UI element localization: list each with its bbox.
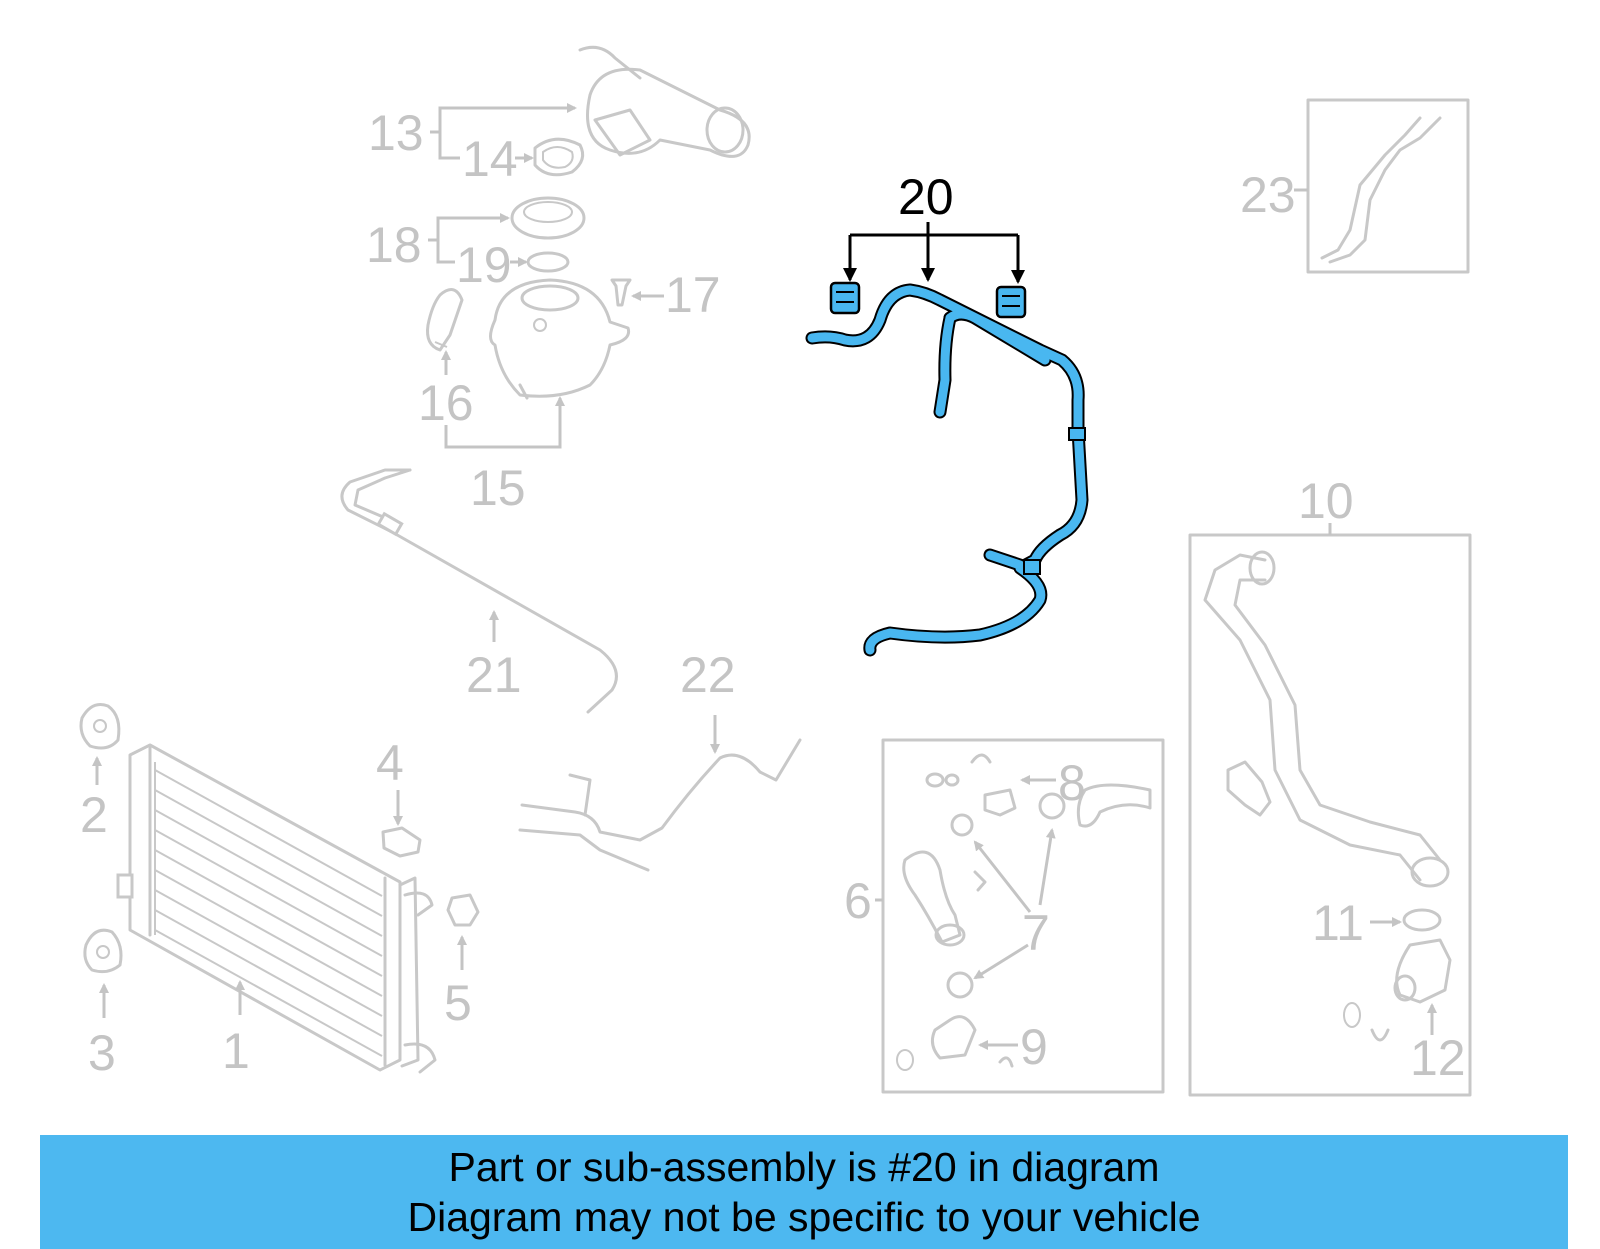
label-4: 4 — [376, 735, 404, 791]
part-4-sensor[interactable] — [381, 826, 422, 858]
part-17-bolt[interactable] — [610, 278, 632, 307]
hose-clip-right — [995, 285, 1027, 319]
label-16: 16 — [418, 375, 474, 431]
part-23-hose[interactable] — [1320, 116, 1442, 264]
label-21: 21 — [466, 647, 522, 703]
part-14-gasket[interactable] — [533, 137, 585, 177]
label-13: 13 — [368, 105, 424, 161]
part-6-box — [881, 738, 1165, 1094]
label-10: 10 — [1298, 473, 1354, 529]
banner-line-1: Part or sub-assembly is #20 in diagram — [448, 1144, 1160, 1190]
leader-13 — [430, 103, 577, 134]
leader-13b — [438, 132, 460, 160]
label-23: 23 — [1240, 167, 1296, 223]
label-1: 1 — [222, 1023, 250, 1079]
banner-line-2: Diagram may not be specific to your vehi… — [407, 1194, 1201, 1240]
label-15: 15 — [470, 460, 526, 516]
part-21-pipe[interactable] — [340, 468, 618, 714]
part-13-thermostat-housing[interactable] — [578, 45, 751, 158]
part-23-box — [1306, 98, 1470, 274]
label-2: 2 — [80, 787, 108, 843]
leader-7a — [973, 840, 1032, 913]
part-1-radiator[interactable] — [116, 743, 437, 1074]
label-22: 22 — [680, 647, 736, 703]
label-3: 3 — [88, 1025, 116, 1081]
label-5: 5 — [444, 975, 472, 1031]
part-15-expansion-tank[interactable] — [489, 278, 631, 400]
part-11-clamp[interactable] — [1402, 908, 1442, 932]
part-3-mount[interactable] — [83, 928, 123, 974]
hose-connector — [1068, 427, 1086, 441]
leader-7c — [973, 943, 1029, 980]
part-2-mount[interactable] — [79, 703, 121, 750]
part-16-hose[interactable] — [426, 288, 464, 352]
leader-18b — [436, 240, 455, 264]
label-9: 9 — [1020, 1019, 1048, 1075]
label-17: 17 — [665, 267, 721, 323]
leader-18 — [428, 213, 510, 242]
label-14: 14 — [462, 131, 518, 187]
label-11: 11 — [1312, 895, 1364, 951]
label-19: 19 — [456, 237, 512, 293]
part-19-seal[interactable] — [526, 251, 570, 273]
leader-7b — [1038, 828, 1056, 906]
part-10-box — [1188, 533, 1472, 1097]
part-12-thermostat[interactable] — [1343, 938, 1452, 1042]
leader-15 — [444, 396, 565, 449]
part-6-hose-kit[interactable] — [896, 753, 1152, 1071]
part-5-drain-plug[interactable] — [446, 893, 480, 927]
label-8: 8 — [1058, 755, 1086, 811]
hose-clip-left — [829, 281, 861, 315]
label-6: 6 — [844, 873, 872, 929]
part-10-hose[interactable] — [1203, 550, 1450, 888]
label-12: 12 — [1410, 1030, 1466, 1086]
label-20: 20 — [898, 169, 954, 225]
part-22-hard-line[interactable] — [518, 738, 802, 872]
info-banner: Part or sub-assembly is #20 in diagram D… — [40, 1135, 1568, 1249]
part-18-cap[interactable] — [510, 196, 586, 240]
label-7: 7 — [1022, 905, 1050, 961]
label-18: 18 — [366, 217, 422, 273]
hose-connector-2 — [1023, 559, 1041, 575]
part-20-coolant-hose-assembly[interactable] — [805, 281, 1089, 657]
